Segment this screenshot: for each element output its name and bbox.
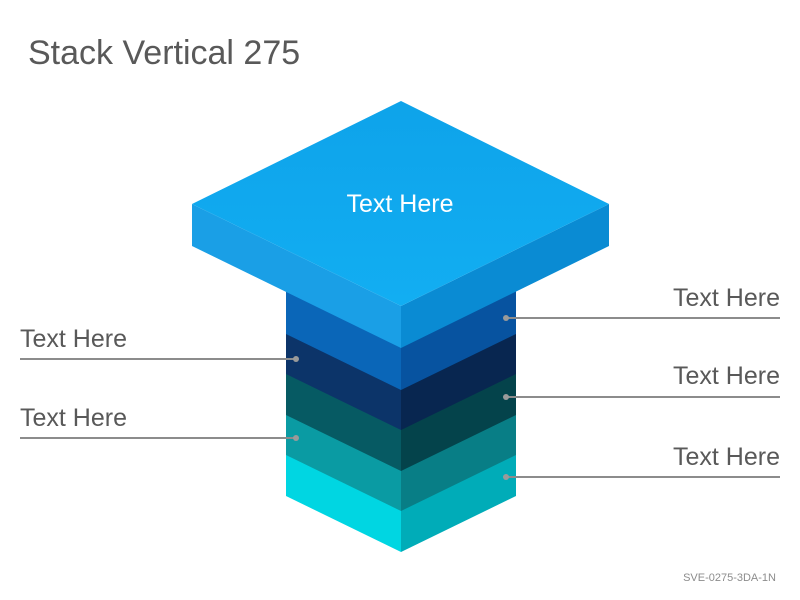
page-title: Stack Vertical 275	[28, 34, 301, 72]
top-plate	[192, 101, 609, 348]
leader-4-dot	[293, 435, 299, 441]
top-plate-left-side	[192, 204, 401, 348]
top-plate-right-side	[401, 204, 609, 348]
leader-5	[503, 474, 780, 480]
leader-3	[503, 394, 780, 400]
top-plate-top-face	[192, 101, 609, 306]
layer-4-label: Text Here	[20, 404, 127, 432]
layer-5-label: Text Here	[673, 443, 780, 471]
leader-1-dot	[503, 315, 509, 321]
leader-3-dot	[503, 394, 509, 400]
leader-5-dot	[503, 474, 509, 480]
leader-4	[20, 435, 299, 441]
slide-code: SVE-0275-3DA-1N	[683, 572, 776, 584]
leader-2-dot	[293, 356, 299, 362]
layer-2-label: Text Here	[20, 325, 127, 353]
layer-3-label: Text Here	[673, 362, 780, 390]
leader-2	[20, 356, 299, 362]
layer-1-label: Text Here	[673, 284, 780, 312]
leader-1	[503, 315, 780, 321]
top-plate-label: Text Here	[346, 190, 454, 218]
